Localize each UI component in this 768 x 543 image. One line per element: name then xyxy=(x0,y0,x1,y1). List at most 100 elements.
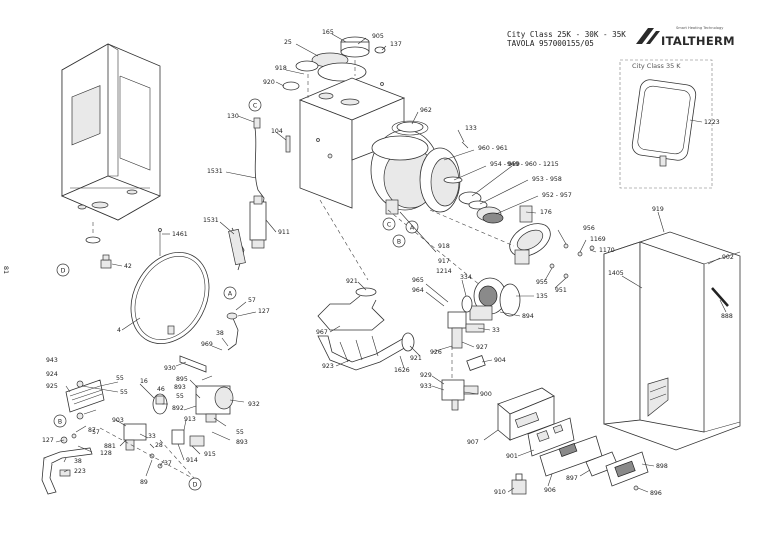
label-927: 927 xyxy=(476,344,488,351)
control-box-907-part xyxy=(497,387,555,441)
label-37: 37 xyxy=(164,460,172,467)
label-924: 924 xyxy=(46,371,58,378)
label-165: 165 xyxy=(322,29,334,36)
fan-894-part xyxy=(469,277,521,321)
label-46: 46 xyxy=(157,386,165,393)
pipe-1531-part xyxy=(249,117,267,249)
label-1405: 1405 xyxy=(608,270,624,277)
label-888: 888 xyxy=(721,313,733,320)
label-923: 923 xyxy=(322,363,334,370)
screw-888-part xyxy=(711,287,729,307)
callout-b-left: B xyxy=(53,414,67,428)
label-38-b: 38 xyxy=(74,458,82,465)
screw-896-part xyxy=(633,485,639,491)
gasket-part xyxy=(85,236,101,244)
label-334: 334 xyxy=(460,274,472,281)
probe-104-part xyxy=(285,135,291,153)
label-89: 89 xyxy=(140,479,148,486)
label-893-a: 893 xyxy=(174,384,186,391)
svg-text:C: C xyxy=(387,222,391,229)
front-panel-898-part xyxy=(605,451,649,487)
label-960-961: 960 - 961 xyxy=(478,145,508,152)
fan-assembly-part xyxy=(370,120,461,215)
label-911: 911 xyxy=(278,229,290,236)
label-898: 898 xyxy=(656,463,668,470)
label-921-top: 921 xyxy=(346,278,358,285)
svg-text:D: D xyxy=(193,482,198,489)
label-910: 910 xyxy=(494,489,506,496)
label-1169: 1169 xyxy=(590,236,606,243)
inset-frame: City Class 35 K xyxy=(619,59,713,189)
callout-d-bottom: D xyxy=(188,477,202,491)
label-893-b: 893 xyxy=(236,439,248,446)
label-57-a: 57 xyxy=(248,297,256,304)
label-953-958: 953 - 958 xyxy=(532,176,562,183)
callout-c-mid: C xyxy=(382,217,396,231)
callout-a-mid: A xyxy=(405,220,419,234)
label-33-b: 33 xyxy=(148,433,156,440)
label-901: 901 xyxy=(506,453,518,460)
callout-c-top: C xyxy=(248,98,262,112)
brand-name: ITALTHERM xyxy=(661,34,735,48)
pipe-223-part xyxy=(41,447,93,495)
label-943: 943 xyxy=(46,357,58,364)
callout-a-left: A xyxy=(223,286,237,300)
label-1170: 1170 xyxy=(599,247,615,254)
label-917: 917 xyxy=(438,258,450,265)
plate-heat-exchanger-part xyxy=(65,379,105,413)
table-line: TAVOLA 957000155/05 xyxy=(507,39,594,48)
label-907: 907 xyxy=(467,439,479,446)
label-952-957: 952 - 957 xyxy=(542,192,572,199)
label-905: 905 xyxy=(372,33,384,40)
svg-text:B: B xyxy=(397,239,401,246)
small-fittings-left-part xyxy=(60,380,163,469)
label-930: 930 xyxy=(164,365,176,372)
label-906: 906 xyxy=(544,487,556,494)
label-1214: 1214 xyxy=(436,268,452,275)
expansion-tank-part xyxy=(130,251,210,345)
label-55-a: 55 xyxy=(116,375,124,382)
label-127-a: 127 xyxy=(258,308,270,315)
valve-42-part xyxy=(100,254,112,269)
label-137: 137 xyxy=(390,41,402,48)
exhaust-pipe-part xyxy=(317,287,415,371)
coil-pipe-part xyxy=(228,227,246,271)
label-894: 894 xyxy=(522,313,534,320)
label-135: 135 xyxy=(536,293,548,300)
label-28: 28 xyxy=(155,442,163,449)
cap-920-part xyxy=(282,81,300,91)
label-921-bottom: 921 xyxy=(410,355,422,362)
fitting-904-part xyxy=(466,355,486,371)
svg-text:A: A xyxy=(228,291,233,298)
label-900: 900 xyxy=(480,391,492,398)
label-920: 920 xyxy=(263,79,275,86)
label-55-c: 55 xyxy=(176,393,184,400)
pcb-901-part xyxy=(527,417,575,457)
leader-lines xyxy=(55,33,727,493)
label-964: 964 xyxy=(412,287,424,294)
label-904: 904 xyxy=(494,357,506,364)
label-896: 896 xyxy=(650,490,662,497)
label-55-b: 55 xyxy=(120,389,128,396)
label-903: 903 xyxy=(112,417,124,424)
casing-part xyxy=(603,231,741,451)
small-fittings-956-part xyxy=(549,243,595,279)
label-902: 902 xyxy=(722,254,734,261)
label-913: 913 xyxy=(184,416,196,423)
callout-b-mid: B xyxy=(392,234,406,248)
label-955: 955 xyxy=(536,279,548,286)
svg-text:D: D xyxy=(61,268,66,275)
label-104: 104 xyxy=(271,128,283,135)
callout-d-left: D xyxy=(56,263,70,277)
label-127-b: 127 xyxy=(42,437,54,444)
label-4: 4 xyxy=(117,327,121,334)
knob-910-part xyxy=(511,473,527,495)
flange-334-part xyxy=(461,295,473,313)
label-133: 133 xyxy=(465,125,477,132)
label-954-959: 954 - 959 xyxy=(490,161,520,168)
label-929: 929 xyxy=(420,372,432,379)
label-892: 892 xyxy=(172,405,184,412)
flue-adapter-part xyxy=(295,36,386,82)
